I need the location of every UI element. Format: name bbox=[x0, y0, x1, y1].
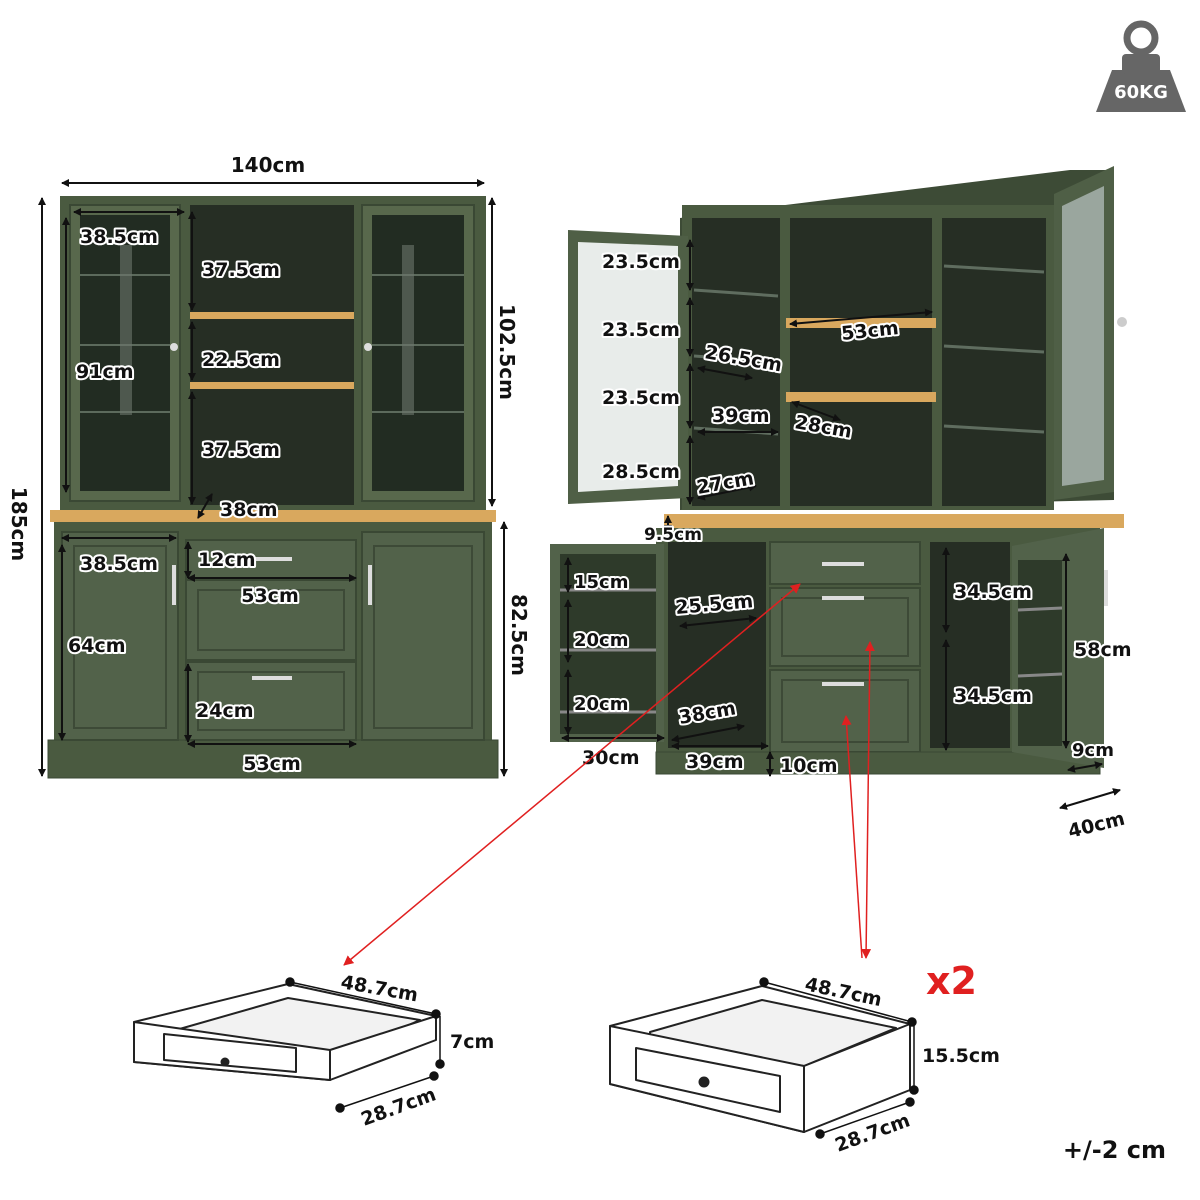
upper-height-label: 102.5cm bbox=[495, 304, 519, 400]
upper-door-height-label: 91cm bbox=[76, 361, 134, 383]
shelf-mid-gap-label: 22.5cm bbox=[202, 349, 280, 371]
upper-door-width-label: 38.5cm bbox=[80, 226, 158, 248]
left-shelf-2-label: 23.5cm bbox=[602, 319, 680, 341]
right-upper-label: 34.5cm bbox=[954, 581, 1032, 603]
front-dimensions bbox=[38, 179, 508, 777]
lower-width-label: 39cm bbox=[686, 751, 744, 773]
open-depth-label: 38cm bbox=[220, 499, 278, 521]
lower-door-width-label: 38.5cm bbox=[80, 553, 158, 575]
left-width-label: 39cm bbox=[712, 405, 770, 427]
front-cabinet bbox=[47, 196, 499, 779]
bottom-drawer-height-label: 24cm bbox=[196, 700, 254, 722]
door-rack-1-label: 15cm bbox=[574, 572, 628, 593]
small-drawer-dimensions bbox=[285, 977, 445, 1113]
weight-label: 60KG bbox=[1114, 82, 1168, 103]
left-shelf-4-label: 28.5cm bbox=[602, 461, 680, 483]
small-drawer bbox=[133, 983, 437, 1081]
right-door-rack-label: 58cm bbox=[1074, 639, 1132, 661]
large-drawer bbox=[609, 985, 911, 1133]
lower-height-label: 82.5cm bbox=[507, 594, 531, 676]
large-drawer-dimensions bbox=[759, 977, 919, 1139]
shelf-top-gap-label: 37.5cm bbox=[202, 259, 280, 281]
left-shelf-1-label: 23.5cm bbox=[602, 251, 680, 273]
top-drawer-width-label: 53cm bbox=[241, 585, 299, 607]
top-drawer-height-label: 12cm bbox=[198, 549, 256, 571]
door-rack-3-label: 20cm bbox=[574, 694, 628, 715]
quantity-label: x2 bbox=[926, 959, 977, 1003]
overhang-label: 9.5cm bbox=[644, 525, 702, 545]
front-height-label: 185cm bbox=[7, 487, 31, 561]
door-rack-2-label: 20cm bbox=[574, 630, 628, 651]
left-shelf-3-label: 23.5cm bbox=[602, 387, 680, 409]
lower-door-height-label: 64cm bbox=[68, 635, 126, 657]
large-drawer-height-label: 15.5cm bbox=[922, 1045, 1000, 1067]
small-drawer-height-label: 7cm bbox=[450, 1031, 494, 1053]
depth-label: 40cm bbox=[1066, 808, 1127, 843]
plinth-label: 10cm bbox=[780, 755, 838, 777]
right-rack-depth-label: 9cm bbox=[1072, 740, 1114, 761]
shelf-bottom-gap-label: 37.5cm bbox=[202, 439, 280, 461]
weight-icon bbox=[1096, 20, 1186, 112]
small-drawer-depth-label: 28.7cm bbox=[358, 1083, 439, 1130]
pointer-arrows bbox=[343, 583, 875, 966]
tolerance-label: +/-2 cm bbox=[1063, 1136, 1166, 1164]
bottom-drawer-width-label: 53cm bbox=[243, 753, 301, 775]
right-lower-label: 34.5cm bbox=[954, 685, 1032, 707]
front-width-label: 140cm bbox=[231, 153, 305, 177]
